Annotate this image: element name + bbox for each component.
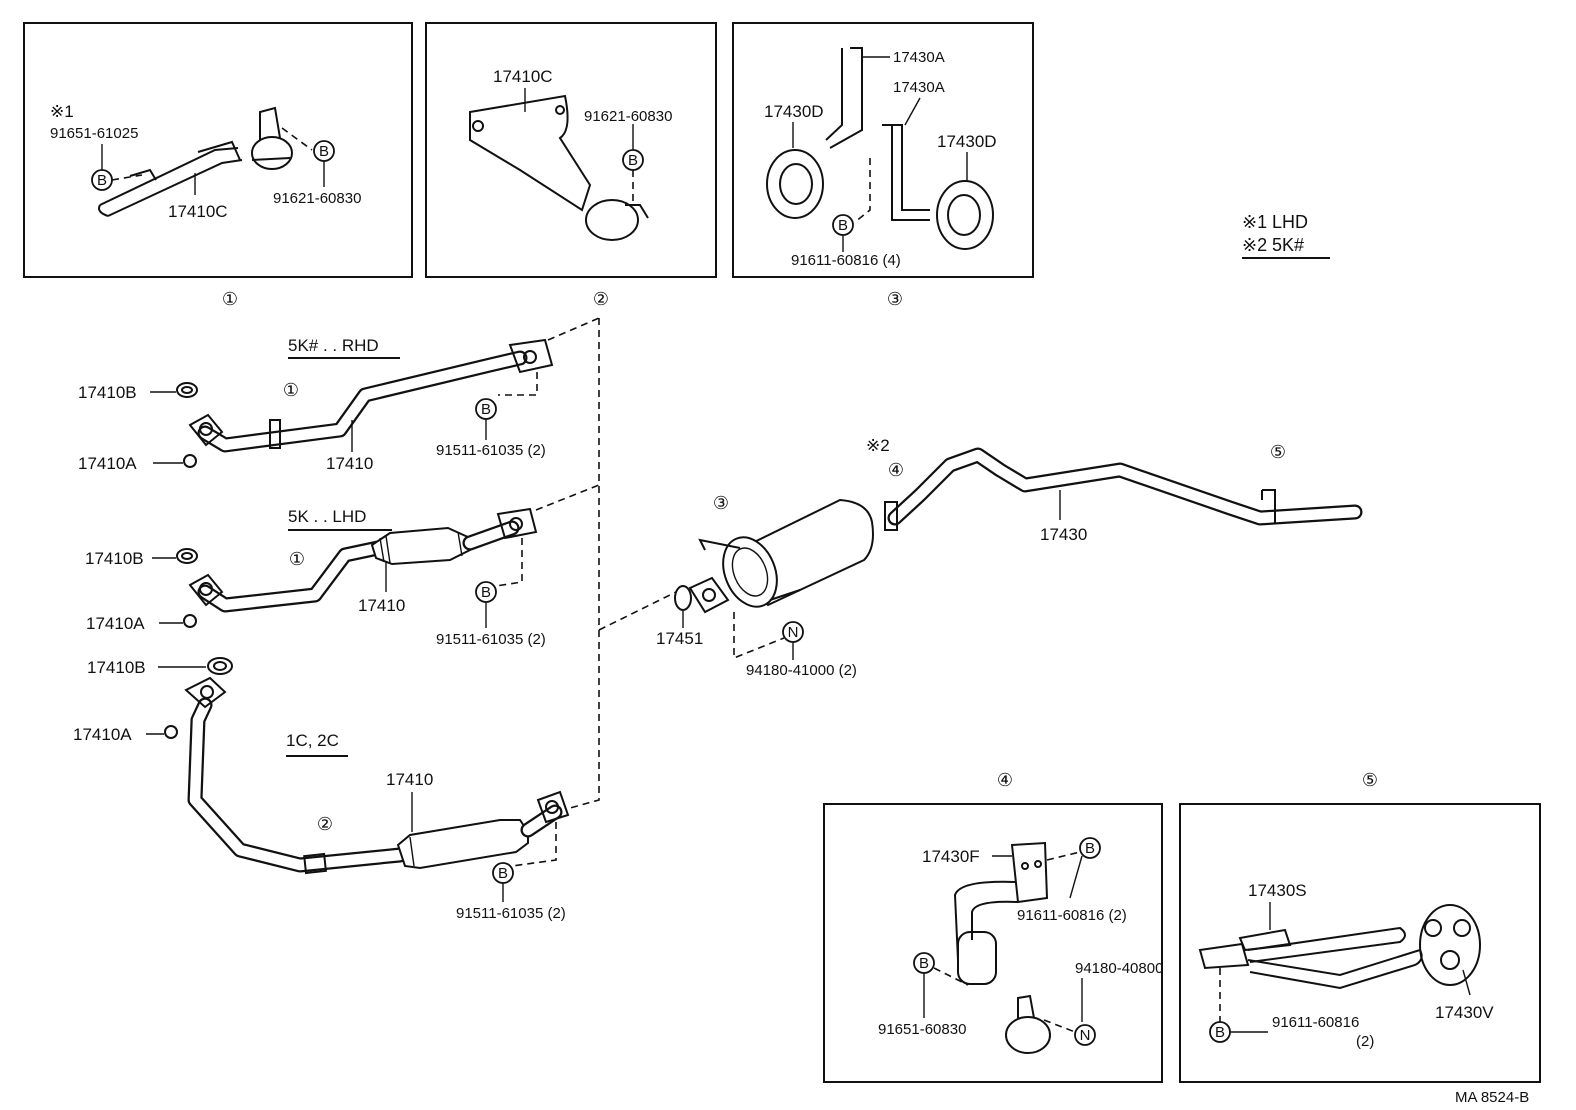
inset-box-3 <box>732 22 1034 278</box>
inset2-bracket-label: 17410C <box>493 67 553 86</box>
inset3-bolt-label: 91611-60816 (4) <box>791 252 901 269</box>
inset1-bolt-label: 91651-61025 <box>50 125 138 142</box>
bolt-symbol-letter: B <box>628 152 638 169</box>
inset-2-detail: 17410C B 91621-60830 <box>469 67 672 241</box>
tail-pipe-assembly: ※2 ④ ③ ⑤ 17430 17451 N 94180-41000 (2) <box>656 436 1363 679</box>
lhd-bolt-label: 91511-61035 (2) <box>436 631 546 648</box>
diesel-marker-2: ② <box>317 814 333 834</box>
inset-3-detail: 17430A 17430A 17430D 17430D B 91611-6081… <box>764 47 997 269</box>
inset3-hanger-a2-label: 17430A <box>893 79 945 96</box>
rhd-marker-1: ① <box>283 380 299 400</box>
lhd-nut-label: 17410A <box>86 614 145 633</box>
note1-mark: ※1 <box>1242 212 1267 232</box>
bolt-symbol-letter: B <box>919 955 929 972</box>
rhd-pipe-label: 17410 <box>326 454 373 473</box>
diagram-code: MA 8524-B <box>1455 1089 1529 1106</box>
front-pipe-rhd: 5K# . . RHD ① 17410B 17410A 17410 B 9151… <box>78 336 554 473</box>
inset-1-detail: ※1 91651-61025 B 17410C B 91621-60830 <box>50 102 361 221</box>
lhd-pipe-label: 17410 <box>358 596 405 615</box>
inset4-bracket-label: 17430F <box>922 847 980 866</box>
inset3-cushion-d2-label: 17430D <box>937 132 997 151</box>
inset1-clamp-bolt-label: 91621-60830 <box>273 190 361 207</box>
inset3-hanger-a1-label: 17430A <box>893 49 945 66</box>
notes-legend: ※1 LHD ※2 5K# <box>1242 212 1330 259</box>
nut-symbol-letter: N <box>788 624 799 641</box>
lhd-gasket-label: 17410B <box>85 549 144 568</box>
inset1-note-mark: ※1 <box>50 102 74 121</box>
lhd-heading: 5K . . LHD <box>288 507 366 526</box>
tail-marker-4: ④ <box>888 460 904 480</box>
inset-box-2 <box>425 22 717 278</box>
diesel-gasket-label: 17410B <box>87 658 146 677</box>
connection-line-tail <box>598 591 677 631</box>
tail-marker-3: ③ <box>713 493 729 513</box>
tail-pipe-label: 17430 <box>1040 525 1087 544</box>
inset-4-detail: 17430F B 91611-60816 (2) 94180-40800 B 9… <box>878 837 1163 1054</box>
bolt-symbol-letter: B <box>1215 1024 1225 1041</box>
bolt-symbol-letter: B <box>498 865 508 882</box>
inset-marker-3: ③ <box>887 289 903 309</box>
bolt-symbol-letter: B <box>481 584 491 601</box>
inset5-hanger-label: 17430S <box>1248 881 1307 900</box>
inset-marker-1: ① <box>222 289 238 309</box>
inset2-clamp-bolt-label: 91621-60830 <box>584 108 672 125</box>
note2-mark: ※2 <box>1242 235 1267 255</box>
tail-nut-label: 94180-41000 (2) <box>746 662 857 679</box>
bolt-symbol <box>1079 837 1101 859</box>
diesel-pipe-label: 17410 <box>386 770 433 789</box>
inset4-nut-label: 94180-40800 <box>1075 960 1163 977</box>
inset-marker-4: ④ <box>997 770 1013 790</box>
note1-text: LHD <box>1272 212 1308 232</box>
inset-box-4 <box>823 803 1163 1083</box>
inset5-cushion-label: 17430V <box>1435 1003 1494 1022</box>
connection-line-vertical <box>569 318 600 809</box>
inset-marker-2: ② <box>593 289 609 309</box>
inset-5-detail: 17430S B 91611-60816 (2) 17430V <box>1198 881 1494 1050</box>
tail-marker-5: ⑤ <box>1270 442 1286 462</box>
bolt-symbol-letter: B <box>1085 840 1095 857</box>
inset-marker-5: ⑤ <box>1362 770 1378 790</box>
rhd-bolt-label: 91511-61035 (2) <box>436 442 546 459</box>
inset4-bolt-lower-label: 91651-60830 <box>878 1021 966 1038</box>
inset-box-5 <box>1179 803 1541 1083</box>
inset1-bracket-label: 17410C <box>168 202 228 221</box>
lhd-marker-1: ① <box>289 549 305 569</box>
diesel-heading: 1C, 2C <box>286 731 339 750</box>
front-pipe-lhd: 5K . . LHD ① 17410B 17410A 17410 B 91511… <box>85 507 546 648</box>
nut-symbol <box>1074 1024 1096 1046</box>
bolt-symbol-letter: B <box>97 172 107 189</box>
note2-text: 5K# <box>1272 235 1304 255</box>
nut-symbol-letter: N <box>1080 1027 1091 1044</box>
diesel-nut-label: 17410A <box>73 725 132 744</box>
inset5-bolt-label: 91611-60816 <box>1272 1014 1359 1031</box>
inset5-bolt-qty: (2) <box>1356 1033 1374 1050</box>
tail-gasket-label: 17451 <box>656 629 703 648</box>
inset-box-1 <box>23 22 413 278</box>
bolt-symbol-letter: B <box>319 143 329 160</box>
bolt-symbol-letter: B <box>481 401 491 418</box>
tail-note-mark: ※2 <box>866 436 890 455</box>
rhd-nut-label: 17410A <box>78 454 137 473</box>
inset3-cushion-d1-label: 17430D <box>764 102 824 121</box>
rhd-heading: 5K# . . RHD <box>288 336 379 355</box>
front-pipe-diesel: 1C, 2C ② 17410B 17410A 17410 B 91511-610… <box>73 657 570 922</box>
diesel-bolt-label: 91511-61035 (2) <box>456 905 566 922</box>
bolt-symbol-letter: B <box>838 217 848 234</box>
inset4-bolt-upper-label: 91611-60816 (2) <box>1017 907 1127 924</box>
rhd-gasket-label: 17410B <box>78 383 137 402</box>
